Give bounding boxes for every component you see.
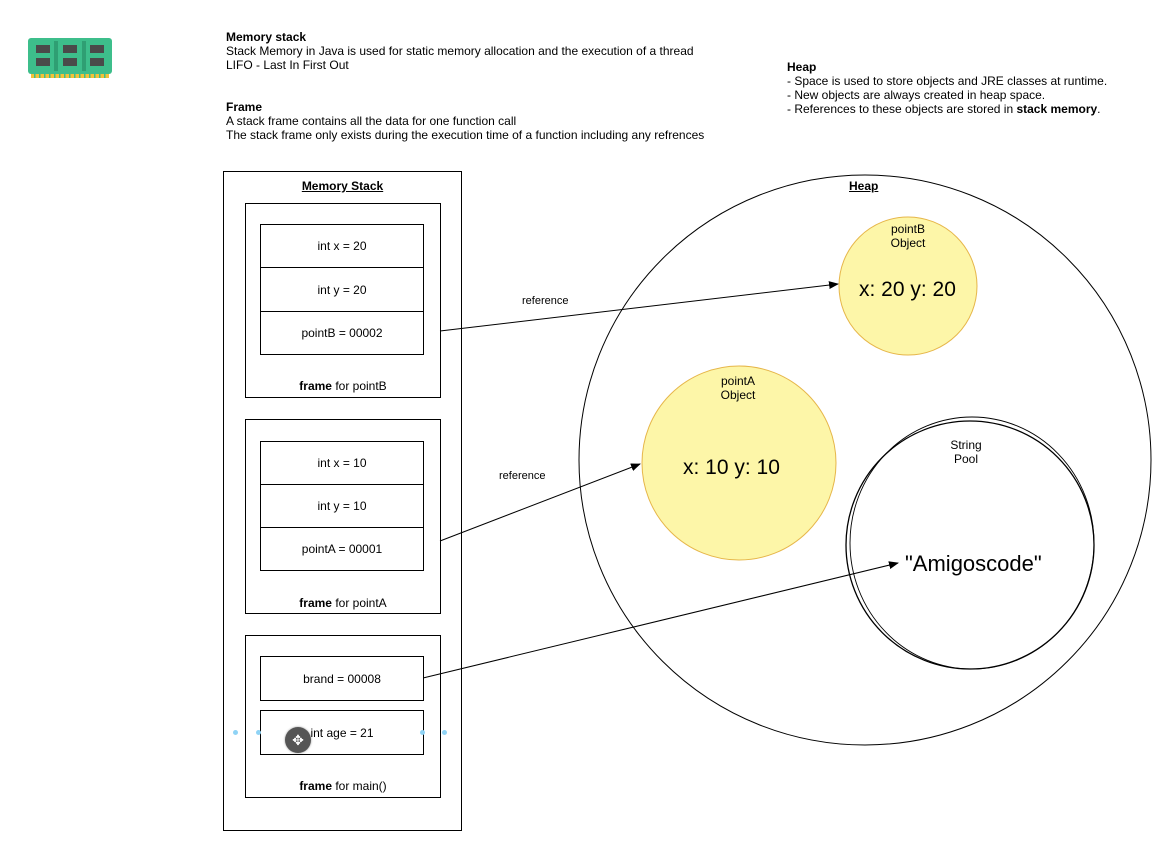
memory-stack-line: Stack Memory in Java is used for static … bbox=[226, 44, 694, 58]
reference-label: reference bbox=[499, 470, 546, 482]
heap-line: - New objects are always created in heap… bbox=[787, 88, 1046, 102]
memory-stack-container[interactable]: Memory Stack bbox=[223, 171, 462, 831]
pointA-object-circle[interactable] bbox=[641, 365, 837, 561]
stack-cell[interactable]: pointA = 00001 bbox=[260, 527, 424, 571]
frame-label-rest: for pointB bbox=[331, 379, 387, 393]
stack-cell[interactable]: int x = 20 bbox=[260, 224, 424, 268]
heap-line-prefix: - References to these objects are stored… bbox=[787, 102, 1017, 116]
frame-label-bold: frame bbox=[299, 779, 332, 793]
reference-label: reference bbox=[522, 295, 569, 307]
selection-handle[interactable] bbox=[256, 730, 261, 735]
frame-label-bold: frame bbox=[299, 596, 332, 610]
stack-cell[interactable]: int age = 21 bbox=[260, 710, 424, 755]
frame-pointA[interactable] bbox=[245, 419, 441, 614]
object-kind: Object bbox=[720, 388, 756, 402]
frame-heading: Frame bbox=[226, 100, 263, 114]
pool-label-line: Pool bbox=[953, 452, 979, 466]
selection-handle[interactable] bbox=[233, 730, 238, 735]
pointA-object-label: pointA Object bbox=[698, 374, 778, 402]
frame-label-rest: for main() bbox=[332, 779, 387, 793]
brand-reference-arrow[interactable] bbox=[422, 561, 899, 679]
memory-stack-heading: Memory stack bbox=[226, 30, 307, 44]
heap-line: - Space is used to store objects and JRE… bbox=[787, 74, 1108, 88]
ram-chip-icon bbox=[28, 38, 112, 80]
selection-handle[interactable] bbox=[420, 730, 425, 735]
heap-title: Heap bbox=[849, 179, 879, 193]
heap-notes: Heap - Space is used to store objects an… bbox=[787, 60, 1107, 116]
object-name: pointA bbox=[720, 374, 756, 388]
stack-cell[interactable]: brand = 00008 bbox=[260, 656, 424, 701]
pointB-reference-arrow[interactable] bbox=[439, 281, 839, 332]
pointB-object-value: x: 20 y: 20 bbox=[859, 278, 956, 301]
pointB-object-label: pointB Object bbox=[868, 222, 948, 250]
memory-stack-notes: Memory stack Stack Memory in Java is use… bbox=[226, 30, 694, 72]
object-name: pointB bbox=[890, 222, 926, 236]
heap-line-suffix: . bbox=[1097, 102, 1101, 116]
stack-cell[interactable]: pointB = 00002 bbox=[260, 311, 424, 355]
frame-notes: Frame A stack frame contains all the dat… bbox=[226, 100, 704, 142]
pool-label-line: String bbox=[950, 438, 982, 452]
string-pool-label: String Pool bbox=[936, 438, 996, 466]
stack-cell[interactable]: int y = 20 bbox=[260, 267, 424, 312]
frame-main[interactable] bbox=[245, 635, 441, 798]
frame-line: The stack frame only exists during the e… bbox=[226, 128, 705, 142]
frame-label-rest: for pointA bbox=[331, 596, 387, 610]
string-pool-value: "Amigoscode" bbox=[905, 551, 1042, 576]
stack-cell[interactable]: int y = 10 bbox=[260, 484, 424, 528]
frame-label: frame for pointB bbox=[245, 379, 441, 393]
heap-heading: Heap bbox=[787, 60, 817, 74]
heap-line-bold: stack memory bbox=[1016, 102, 1098, 116]
object-kind: Object bbox=[890, 236, 926, 250]
pointA-reference-arrow[interactable] bbox=[439, 463, 641, 542]
memory-stack-line: LIFO - Last In First Out bbox=[226, 58, 349, 72]
memory-stack-title: Memory Stack bbox=[301, 179, 384, 193]
frame-pointB[interactable] bbox=[245, 203, 441, 398]
frame-label: frame for main() bbox=[245, 779, 441, 793]
pointB-object-circle[interactable] bbox=[838, 216, 978, 356]
move-cursor-icon[interactable]: ✥ bbox=[285, 727, 311, 753]
string-pool-circle[interactable] bbox=[845, 416, 1095, 670]
frame-label: frame for pointA bbox=[245, 596, 441, 610]
selection-handle[interactable] bbox=[442, 730, 447, 735]
pointA-object-value: x: 10 y: 10 bbox=[683, 456, 780, 479]
frame-line: A stack frame contains all the data for … bbox=[226, 114, 517, 128]
heap-line: - References to these objects are stored… bbox=[787, 102, 1107, 116]
frame-label-bold: frame bbox=[299, 379, 332, 393]
stack-cell[interactable]: int x = 10 bbox=[260, 441, 424, 485]
heap-circle[interactable] bbox=[578, 174, 1152, 746]
